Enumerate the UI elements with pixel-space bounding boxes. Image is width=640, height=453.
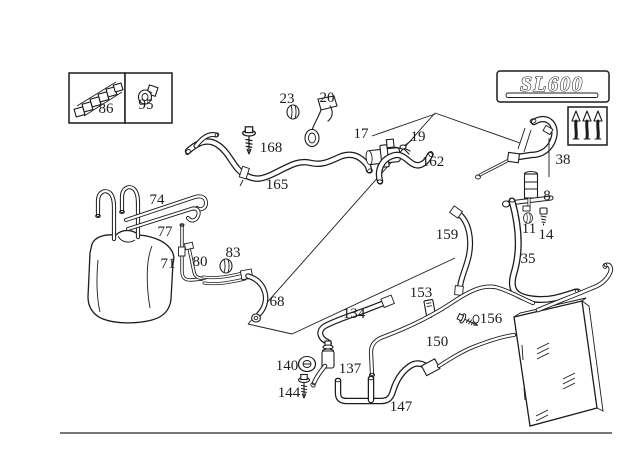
part-label-150[interactable]: 150 (426, 334, 449, 350)
pipe-150 (368, 284, 536, 378)
reservoir-tank-assembly (87, 185, 254, 324)
core-inlet-pipe (535, 262, 614, 313)
part-label-140[interactable]: 140 (276, 358, 299, 374)
part-label-20[interactable]: 20 (320, 90, 335, 106)
heater-core (513, 262, 614, 427)
part-label-134[interactable]: 134 (343, 306, 366, 322)
hose-134 (317, 294, 396, 346)
hose-connector (420, 358, 441, 377)
fitting-14 (539, 207, 548, 226)
part-label-68[interactable]: 68 (270, 294, 285, 310)
hose-clip (238, 165, 250, 180)
pipe-71 (178, 223, 204, 282)
hose-38-assembly (475, 115, 558, 180)
hose-147 (334, 333, 516, 405)
clip-95-drawing (137, 84, 159, 105)
clip-153 (423, 299, 436, 318)
inset-part-boxes (68, 72, 173, 124)
valve-8 (501, 170, 554, 212)
part-label-162[interactable]: 162 (422, 154, 445, 170)
part-label-159[interactable]: 159 (436, 227, 459, 243)
part-label-80[interactable]: 80 (193, 254, 208, 270)
part-label-17[interactable]: 17 (354, 126, 370, 142)
part-label-86[interactable]: 86 (99, 101, 115, 117)
part-label-8[interactable]: 8 (543, 188, 551, 204)
heater-arrows-icon (567, 106, 608, 146)
clip-strip-86-drawing (73, 81, 124, 118)
tank-pipes (95, 185, 141, 242)
part-label-35[interactable]: 35 (521, 251, 536, 267)
part-label-144[interactable]: 144 (278, 385, 301, 401)
part-label-23[interactable]: 23 (280, 91, 295, 107)
fitting-137 (310, 340, 335, 388)
part-label-11[interactable]: 11 (522, 221, 536, 237)
grommet-23 (286, 104, 300, 120)
part-label-147[interactable]: 147 (390, 399, 413, 415)
part-label-156[interactable]: 156 (480, 311, 503, 327)
cap-140 (297, 355, 317, 373)
part-label-77[interactable]: 77 (158, 224, 174, 240)
pipe-74 (124, 194, 208, 222)
part-label-165[interactable]: 165 (266, 177, 289, 193)
part-label-153[interactable]: 153 (410, 285, 433, 301)
bolt-168 (242, 126, 256, 155)
part-label-83[interactable]: 83 (226, 245, 241, 261)
part-label-168[interactable]: 168 (260, 140, 283, 156)
hose-162 (375, 150, 434, 185)
bracket-20 (304, 95, 338, 148)
part-label-38[interactable]: 38 (556, 152, 571, 168)
badge-text: SL600 (520, 72, 584, 96)
pipe-77 (126, 206, 201, 231)
hose-68 (245, 273, 269, 323)
grommet-83 (219, 258, 233, 274)
part-label-74[interactable]: 74 (150, 192, 166, 208)
part-label-137[interactable]: 137 (339, 361, 362, 377)
hose-159 (448, 205, 474, 296)
part-label-71[interactable]: 71 (161, 256, 176, 272)
washer-156 (472, 314, 480, 324)
sl600-badge: SL600 (496, 70, 610, 103)
part-label-14[interactable]: 14 (539, 227, 555, 243)
part-label-19[interactable]: 19 (411, 129, 426, 145)
screw-19 (399, 144, 411, 155)
hose-165 (184, 132, 373, 187)
part-label-95[interactable]: 95 (139, 97, 154, 113)
core-hatching (521, 342, 576, 422)
